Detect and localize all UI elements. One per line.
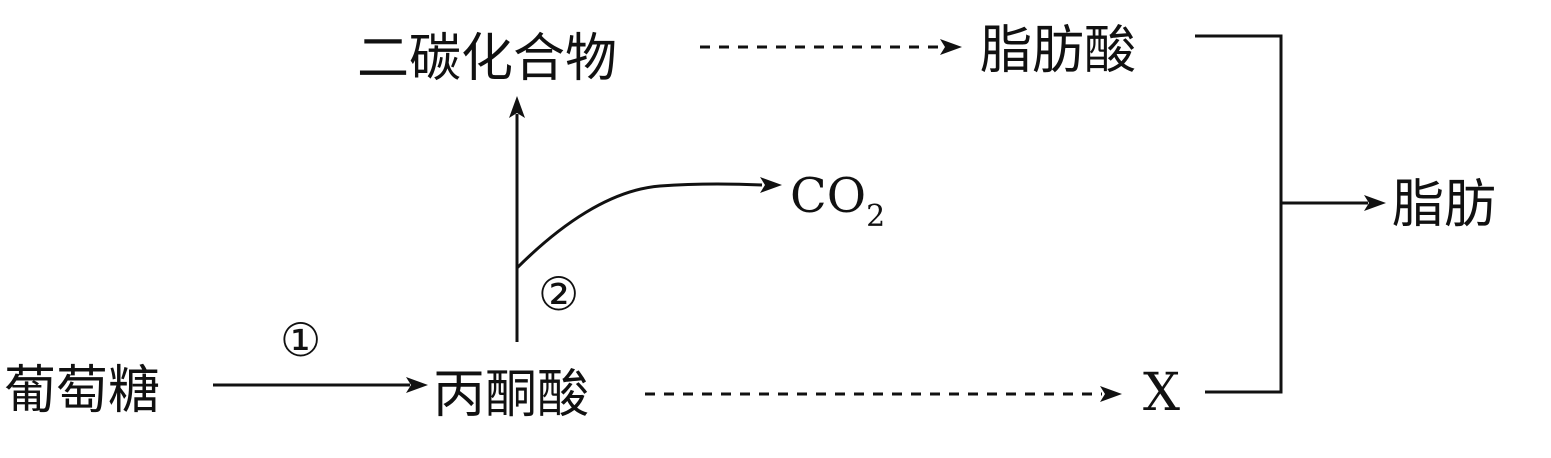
pyruvate-to-x-arrowhead	[1100, 386, 1122, 402]
to-fat-arrowhead	[1364, 195, 1386, 211]
fatty-acid-label: 脂肪酸	[980, 21, 1136, 81]
co2-main-text: CO	[790, 168, 866, 224]
x-label: X	[1143, 363, 1180, 423]
co2-subscript: 2	[866, 199, 885, 234]
step-1-marker: ①	[280, 313, 321, 367]
fat-label: 脂肪	[1392, 175, 1496, 235]
co2-release-arrowhead	[760, 177, 782, 193]
two-carbon-to-fatty-acid-arrowhead	[940, 39, 962, 55]
fatty-acid-x-join-bracket	[1195, 34, 1283, 394]
step-2-marker: ②	[538, 267, 579, 321]
co2-release-curve	[515, 182, 763, 270]
glucose-label: 葡萄糖	[4, 361, 160, 421]
pyruvate-label: 丙酮酸	[433, 365, 589, 425]
glucose-to-pyruvate-arrowhead	[406, 377, 428, 393]
two-carbon-compound-label: 二碳化合物	[357, 29, 617, 89]
co2-label: CO2	[790, 168, 885, 234]
pyruvate-to-two-carbon-arrowhead	[509, 96, 525, 118]
